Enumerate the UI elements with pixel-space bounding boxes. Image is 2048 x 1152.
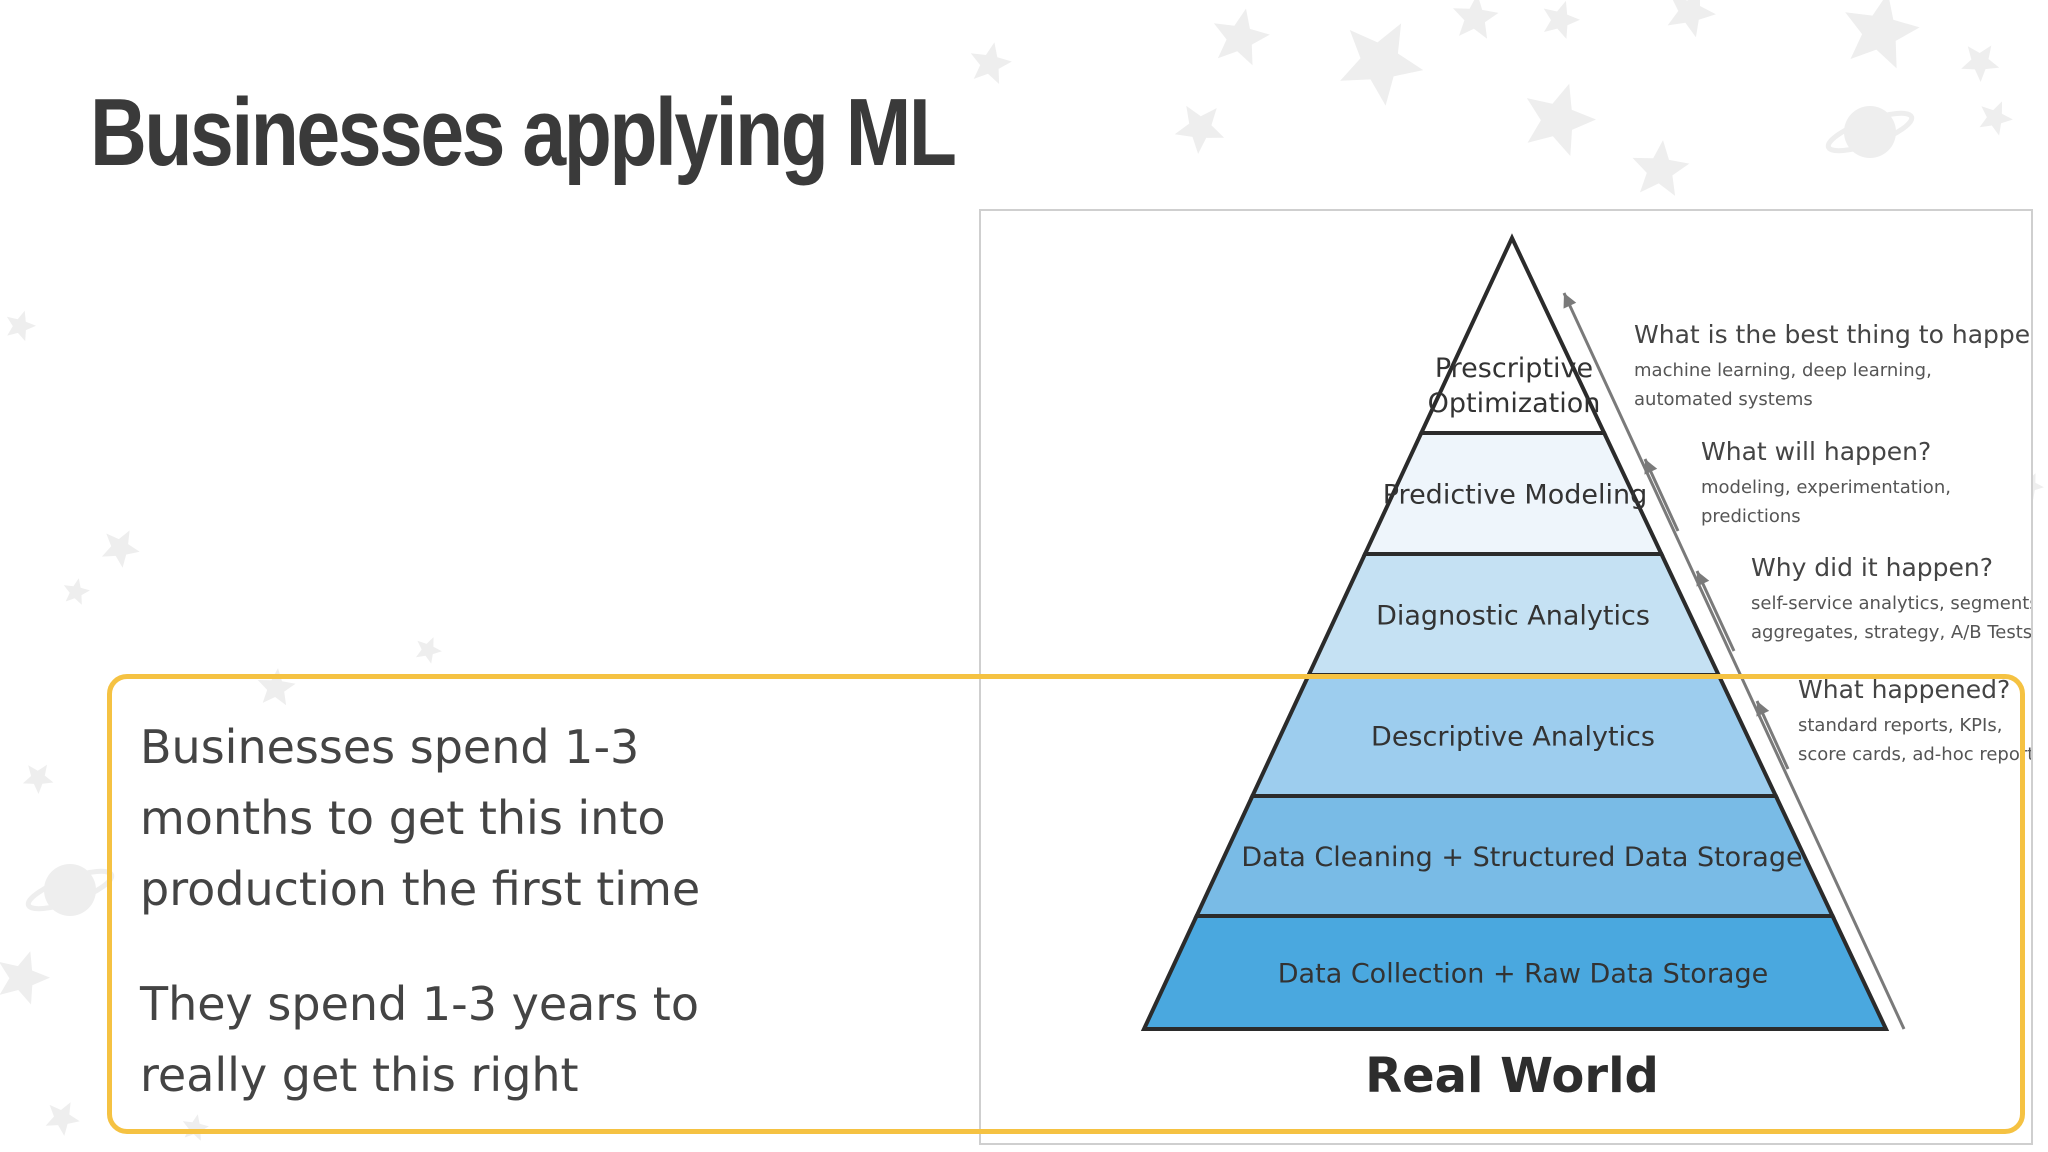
question-annotation-2: What will happen? modeling, experimentati… bbox=[1701, 437, 1951, 527]
callout-paragraph-1: Businesses spend 1-3 months to get this i… bbox=[140, 712, 840, 925]
base-label: Real World bbox=[1365, 1048, 1659, 1104]
background-star bbox=[1979, 101, 2013, 136]
question-annotation-4: What happened? standard reports, KPIs, sco… bbox=[1798, 675, 2031, 765]
background-star bbox=[1174, 105, 1225, 154]
question-detail: automated systems bbox=[1634, 389, 1813, 410]
background-star bbox=[63, 578, 90, 605]
question-detail: score cards, ad-hoc reports bbox=[1798, 744, 2031, 765]
question-detail: machine learning, deep learning, bbox=[1634, 360, 1932, 381]
background-star bbox=[1543, 0, 1580, 39]
background-star bbox=[45, 1102, 80, 1136]
background-star bbox=[1632, 140, 1690, 196]
upward-arrow bbox=[1695, 570, 1736, 652]
background-star bbox=[1453, 0, 1499, 39]
background-star bbox=[1667, 0, 1716, 38]
question-annotation-1: What is the best thing to happen? machine… bbox=[1634, 320, 2031, 410]
background-star bbox=[1961, 45, 2000, 82]
background-star bbox=[416, 637, 442, 664]
question-annotation-3: Why did it happen? self-service analytics… bbox=[1751, 553, 2031, 643]
question-title: Why did it happen? bbox=[1751, 553, 1993, 582]
upward-arrow bbox=[1643, 458, 1680, 532]
background-planet bbox=[1825, 106, 1915, 158]
question-detail: aggregates, strategy, A/B Tests bbox=[1751, 622, 2031, 643]
callout-line: They spend 1-3 years to bbox=[140, 977, 699, 1031]
question-title: What is the best thing to happen? bbox=[1634, 320, 2031, 349]
question-detail: standard reports, KPIs, bbox=[1798, 715, 2002, 736]
background-planet bbox=[25, 864, 115, 916]
pyramid-level-label: Prescriptive bbox=[1435, 353, 1593, 384]
question-detail: predictions bbox=[1701, 506, 1801, 527]
background-star bbox=[6, 310, 37, 342]
pyramid-level-label: Diagnostic Analytics bbox=[1376, 601, 1650, 632]
callout-text: Businesses spend 1-3 months to get this i… bbox=[140, 712, 840, 1111]
callout-line: production the first time bbox=[140, 862, 701, 916]
question-detail: self-service analytics, segments, bbox=[1751, 593, 2031, 614]
callout-line: Businesses spend 1-3 bbox=[140, 720, 640, 774]
pyramid-level-label: Descriptive Analytics bbox=[1371, 722, 1655, 753]
pyramid-level-label: Predictive Modeling bbox=[1383, 480, 1648, 511]
background-star bbox=[101, 530, 140, 568]
background-star bbox=[1526, 83, 1596, 156]
background-star bbox=[22, 764, 54, 794]
pyramid-level-label: Data Collection + Raw Data Storage bbox=[1278, 959, 1768, 990]
callout-line: months to get this into bbox=[140, 791, 666, 845]
pyramid-level-label: Data Cleaning + Structured Data Storage bbox=[1241, 842, 1802, 873]
upward-arrow bbox=[1755, 700, 1790, 770]
pyramid-level-6 bbox=[1140, 914, 1890, 1031]
pyramid-level-label: Optimization bbox=[1428, 388, 1601, 419]
background-star bbox=[257, 668, 296, 706]
callout-line: really get this right bbox=[140, 1048, 579, 1102]
callout-paragraph-2: They spend 1-3 years to really get this r… bbox=[140, 969, 840, 1111]
background-star bbox=[1845, 0, 1920, 69]
slide-title: Businesses applying ML bbox=[90, 79, 957, 186]
background-star bbox=[182, 1114, 209, 1141]
background-star bbox=[970, 42, 1012, 84]
upward-arrow bbox=[1562, 292, 1906, 1030]
question-title: What will happen? bbox=[1701, 437, 1931, 466]
background-star bbox=[0, 951, 50, 1005]
background-star bbox=[1340, 23, 1424, 106]
question-title: What happened? bbox=[1798, 675, 2010, 704]
background-star bbox=[1213, 8, 1270, 66]
question-detail: modeling, experimentation, bbox=[1701, 477, 1951, 498]
